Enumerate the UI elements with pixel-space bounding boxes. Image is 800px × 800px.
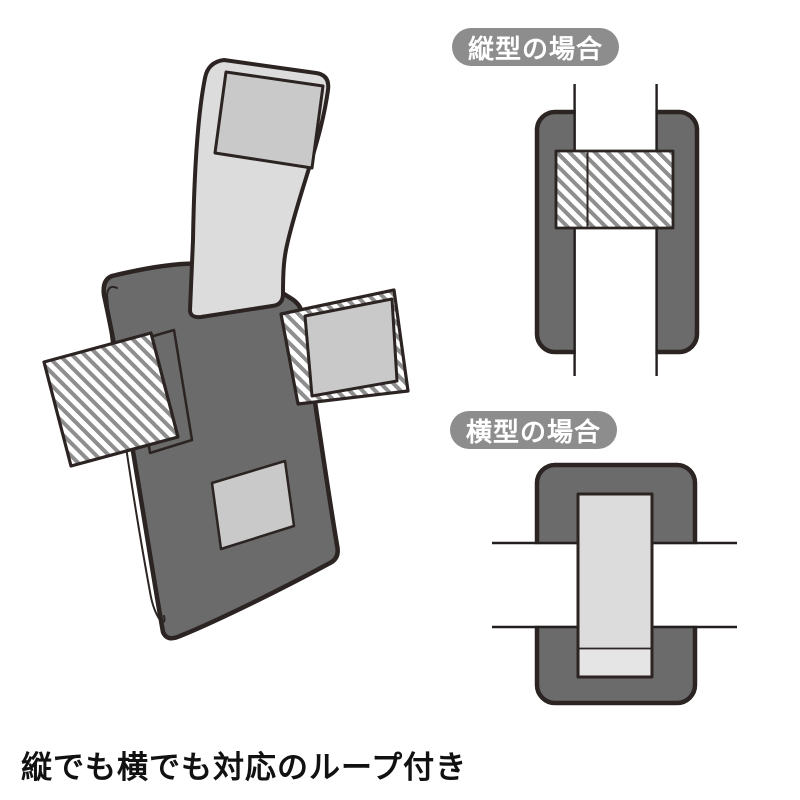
left-velcro-flap xyxy=(42,331,180,468)
pouch-fold-line xyxy=(105,285,166,623)
vertical-loop-strap-hatched xyxy=(554,149,675,230)
pouch-velcro-patch xyxy=(210,459,296,551)
horizontal-case-diagram xyxy=(492,462,737,706)
vertical-case-label-pill: 縦型の場合 xyxy=(452,28,619,66)
horizontal-case-label: 横型の場合 xyxy=(465,416,601,447)
horizontal-case-label-pill: 横型の場合 xyxy=(450,411,617,449)
right-flap-pad xyxy=(303,297,399,398)
vertical-case-label: 縦型の場合 xyxy=(467,33,603,64)
vertical-case-diagram xyxy=(534,84,700,376)
caption: 縦でも横でも対応のループ付き xyxy=(21,750,468,785)
horizontal-loop-strap xyxy=(576,492,654,679)
vertical-pole xyxy=(575,84,656,376)
horizontal-strap-end xyxy=(580,649,650,675)
main-product-illustration xyxy=(42,58,410,641)
strap-hook-pad xyxy=(213,70,325,170)
